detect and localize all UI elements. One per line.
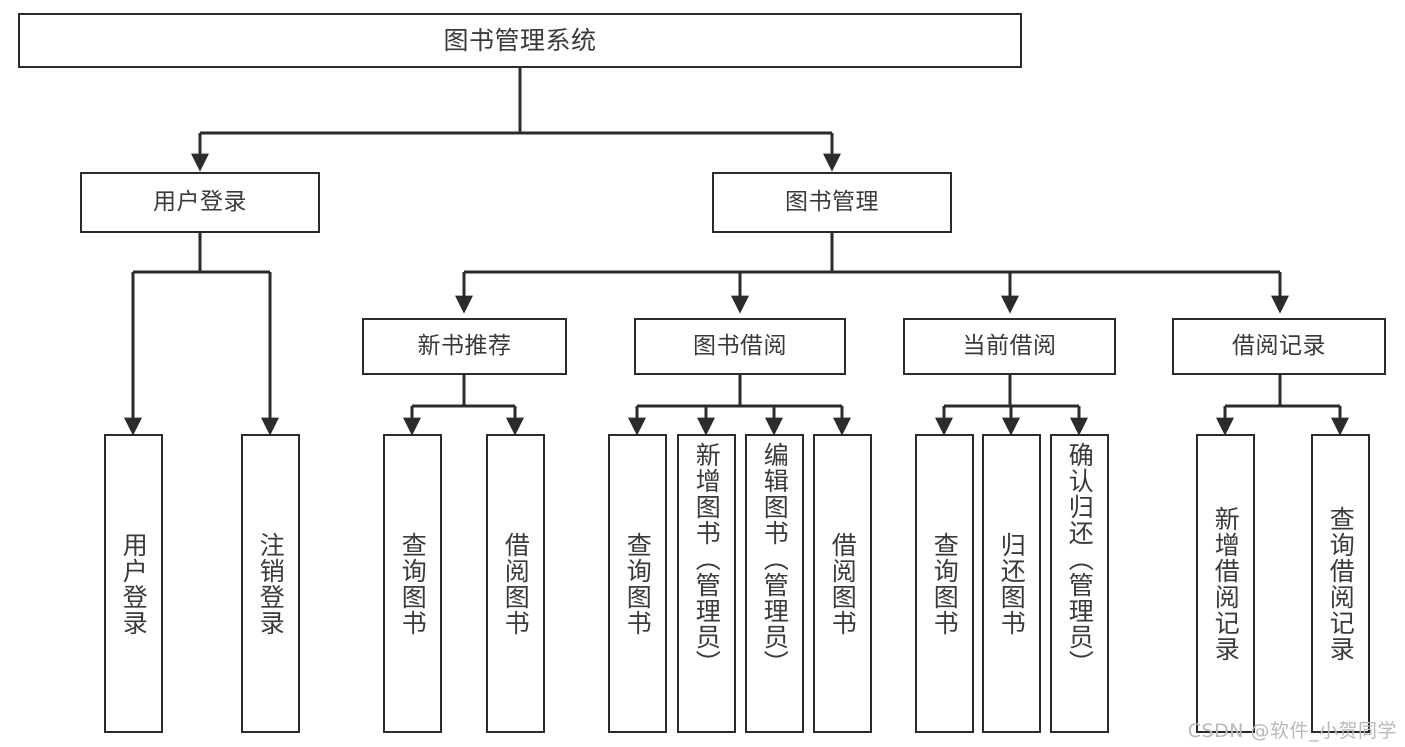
node-leaf-confirm-return-label: 确认归还（管理员）: [1065, 442, 1095, 676]
node-borrow-record-label: 借阅记录: [1232, 332, 1326, 359]
node-new-book-recommend[interactable]: 新书推荐: [362, 318, 567, 375]
node-leaf-return-book[interactable]: 归还图书: [982, 434, 1041, 733]
node-borrow-record[interactable]: 借阅记录: [1172, 318, 1386, 375]
node-leaf-query-book-2[interactable]: 查询图书: [608, 434, 667, 733]
node-leaf-logout[interactable]: 注销登录: [241, 434, 300, 733]
node-leaf-add-book-label: 新增图书（管理员）: [692, 442, 722, 676]
node-leaf-edit-book[interactable]: 编辑图书（管理员）: [745, 434, 804, 733]
node-leaf-query-record-label: 查询借阅记录: [1326, 505, 1356, 662]
node-current-borrow-label: 当前借阅: [962, 332, 1057, 359]
node-book-borrow-label: 图书借阅: [693, 332, 787, 359]
node-leaf-query-book-2-label: 查询图书: [623, 531, 653, 636]
node-leaf-confirm-return[interactable]: 确认归还（管理员）: [1050, 434, 1109, 733]
node-leaf-query-record[interactable]: 查询借阅记录: [1311, 434, 1370, 733]
node-leaf-borrow-book-1[interactable]: 借阅图书: [486, 434, 545, 733]
node-root-label: 图书管理系统: [443, 25, 597, 55]
node-leaf-borrow-book-1-label: 借阅图书: [501, 531, 531, 636]
node-book-management-label: 图书管理: [785, 188, 879, 215]
node-leaf-user-login-label: 用户登录: [119, 531, 149, 636]
node-book-borrow[interactable]: 图书借阅: [634, 318, 846, 375]
node-current-borrow[interactable]: 当前借阅: [903, 318, 1116, 375]
node-leaf-query-book-3[interactable]: 查询图书: [915, 434, 974, 733]
node-leaf-add-book[interactable]: 新增图书（管理员）: [677, 434, 736, 733]
node-leaf-borrow-book-2-label: 借阅图书: [828, 531, 858, 636]
node-leaf-borrow-book-2[interactable]: 借阅图书: [813, 434, 872, 733]
node-leaf-add-record-label: 新增借阅记录: [1211, 505, 1241, 662]
csdn-watermark: CSDN @软件_小贺同学: [1187, 720, 1397, 742]
node-leaf-query-book-1[interactable]: 查询图书: [383, 434, 442, 733]
node-leaf-add-record[interactable]: 新增借阅记录: [1196, 434, 1255, 733]
node-new-book-recommend-label: 新书推荐: [417, 332, 512, 359]
node-leaf-user-login[interactable]: 用户登录: [104, 434, 163, 733]
node-leaf-return-book-label: 归还图书: [997, 531, 1027, 636]
node-root[interactable]: 图书管理系统: [18, 13, 1022, 68]
node-user-login-label: 用户登录: [153, 188, 247, 215]
node-leaf-query-book-3-label: 查询图书: [930, 531, 960, 636]
node-leaf-logout-label: 注销登录: [256, 531, 286, 636]
node-book-management[interactable]: 图书管理: [712, 172, 952, 233]
node-leaf-edit-book-label: 编辑图书（管理员）: [760, 442, 790, 676]
node-user-login[interactable]: 用户登录: [80, 172, 320, 233]
node-leaf-query-book-1-label: 查询图书: [398, 531, 428, 636]
